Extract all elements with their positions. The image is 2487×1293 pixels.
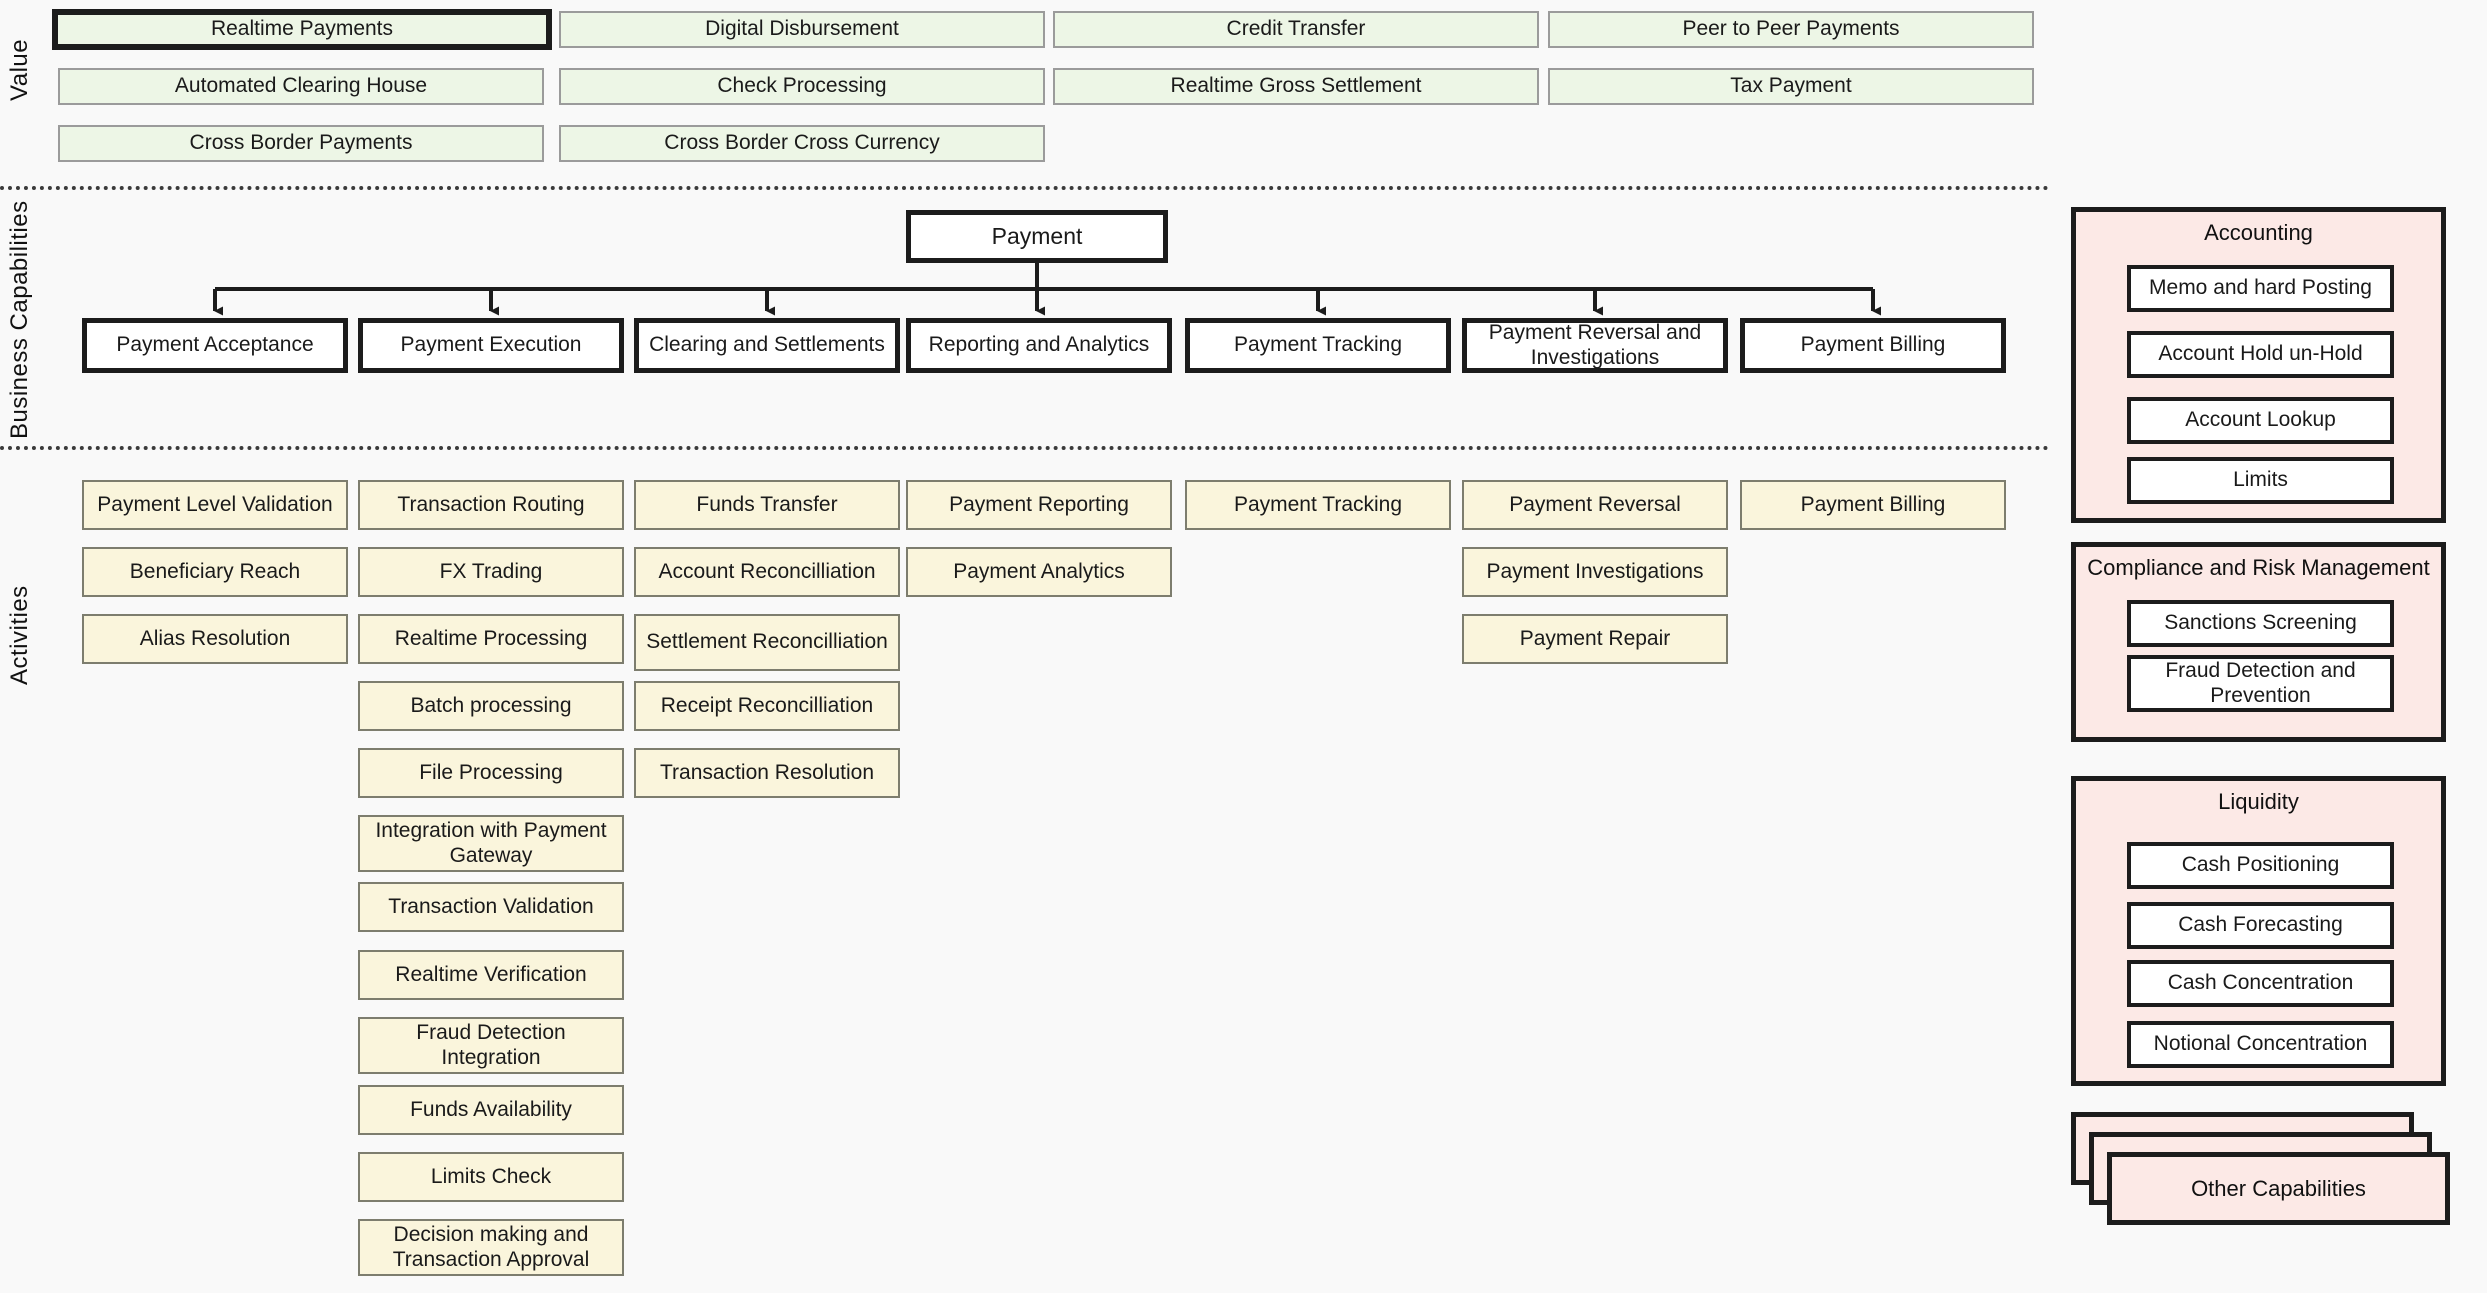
activity-decision-making-and-transaction-approval[interactable]: Decision making and Transaction Approval — [358, 1219, 624, 1276]
panel-liquidity-title: Liquidity — [2218, 789, 2299, 814]
value-item-peer-to-peer-payments[interactable]: Peer to Peer Payments — [1548, 11, 2034, 48]
activity-account-reconcilliation[interactable]: Account Reconcilliation — [634, 547, 900, 597]
activity-receipt-reconcilliation[interactable]: Receipt Reconcilliation — [634, 681, 900, 731]
activity-payment-reporting[interactable]: Payment Reporting — [906, 480, 1172, 530]
panel-accounting[interactable]: Accounting Memo and hard Posting Account… — [2071, 207, 2446, 523]
activity-integration-with-payment-gateway[interactable]: Integration with Payment Gateway — [358, 815, 624, 872]
panel-item-account-hold-un-hold[interactable]: Account Hold un-Hold — [2127, 331, 2394, 378]
capability-payment-billing[interactable]: Payment Billing — [1740, 318, 2006, 373]
activity-alias-resolution[interactable]: Alias Resolution — [82, 614, 348, 664]
panel-item-cash-forecasting[interactable]: Cash Forecasting — [2127, 902, 2394, 949]
panel-compliance-and-risk-management[interactable]: Compliance and Risk Management Sanctions… — [2071, 542, 2446, 742]
activity-payment-billing[interactable]: Payment Billing — [1740, 480, 2006, 530]
value-item-realtime-gross-settlement[interactable]: Realtime Gross Settlement — [1053, 68, 1539, 105]
activity-transaction-validation[interactable]: Transaction Validation — [358, 882, 624, 932]
panel-compliance-title: Compliance and Risk Management — [2087, 555, 2430, 580]
lane-label-business-capabilities: Business Capabilities — [6, 200, 33, 440]
lane-separator-top — [0, 186, 2050, 190]
lane-label-value: Value — [6, 38, 33, 101]
activity-fx-trading[interactable]: FX Trading — [358, 547, 624, 597]
panel-accounting-title: Accounting — [2204, 220, 2313, 245]
capability-reporting-and-analytics[interactable]: Reporting and Analytics — [906, 318, 1172, 373]
value-item-cross-border-cross-currency[interactable]: Cross Border Cross Currency — [559, 125, 1045, 162]
activity-realtime-processing[interactable]: Realtime Processing — [358, 614, 624, 664]
panel-item-fraud-detection-and-prevention[interactable]: Fraud Detection and Prevention — [2127, 655, 2394, 712]
activity-payment-level-validation[interactable]: Payment Level Validation — [82, 480, 348, 530]
value-item-check-processing[interactable]: Check Processing — [559, 68, 1045, 105]
capability-payment-tracking[interactable]: Payment Tracking — [1185, 318, 1451, 373]
capability-payment-acceptance[interactable]: Payment Acceptance — [82, 318, 348, 373]
activity-file-processing[interactable]: File Processing — [358, 748, 624, 798]
activity-transaction-routing[interactable]: Transaction Routing — [358, 480, 624, 530]
activity-payment-analytics[interactable]: Payment Analytics — [906, 547, 1172, 597]
other-capabilities-label: Other Capabilities — [2191, 1175, 2366, 1201]
activity-batch-processing[interactable]: Batch processing — [358, 681, 624, 731]
value-item-credit-transfer[interactable]: Credit Transfer — [1053, 11, 1539, 48]
activity-beneficiary-reach[interactable]: Beneficiary Reach — [82, 547, 348, 597]
capability-clearing-and-settlements[interactable]: Clearing and Settlements — [634, 318, 900, 373]
activity-realtime-verification[interactable]: Realtime Verification — [358, 950, 624, 1000]
activity-fraud-detection-integration[interactable]: Fraud Detection Integration — [358, 1017, 624, 1074]
panel-item-limits[interactable]: Limits — [2127, 457, 2394, 504]
activity-payment-investigations[interactable]: Payment Investigations — [1462, 547, 1728, 597]
lane-label-activities: Activities — [6, 585, 33, 685]
panel-item-cash-positioning[interactable]: Cash Positioning — [2127, 842, 2394, 889]
other-capabilities-card-front[interactable]: Other Capabilities — [2107, 1152, 2450, 1225]
panel-item-cash-concentration[interactable]: Cash Concentration — [2127, 960, 2394, 1007]
activity-payment-repair[interactable]: Payment Repair — [1462, 614, 1728, 664]
activity-transaction-resolution[interactable]: Transaction Resolution — [634, 748, 900, 798]
activity-payment-reversal[interactable]: Payment Reversal — [1462, 480, 1728, 530]
activity-funds-transfer[interactable]: Funds Transfer — [634, 480, 900, 530]
value-item-realtime-payments[interactable]: Realtime Payments — [52, 9, 552, 50]
activity-settlement-reconcilliation[interactable]: Settlement Reconcilliation — [634, 614, 900, 671]
capability-payment-reversal-and-investigations[interactable]: Payment Reversal and Investigations — [1462, 318, 1728, 373]
capability-root-payment[interactable]: Payment — [906, 210, 1168, 263]
activity-limits-check[interactable]: Limits Check — [358, 1152, 624, 1202]
activity-payment-tracking[interactable]: Payment Tracking — [1185, 480, 1451, 530]
value-item-digital-disbursement[interactable]: Digital Disbursement — [559, 11, 1045, 48]
panel-item-memo-and-hard-posting[interactable]: Memo and hard Posting — [2127, 265, 2394, 312]
panel-item-account-lookup[interactable]: Account Lookup — [2127, 397, 2394, 444]
activity-funds-availability[interactable]: Funds Availability — [358, 1085, 624, 1135]
value-item-cross-border-payments[interactable]: Cross Border Payments — [58, 125, 544, 162]
value-item-automated-clearing-house[interactable]: Automated Clearing House — [58, 68, 544, 105]
lane-separator-bottom — [0, 446, 2050, 450]
panel-item-notional-concentration[interactable]: Notional Concentration — [2127, 1021, 2394, 1068]
panel-item-sanctions-screening[interactable]: Sanctions Screening — [2127, 600, 2394, 647]
capability-payment-execution[interactable]: Payment Execution — [358, 318, 624, 373]
value-item-tax-payment[interactable]: Tax Payment — [1548, 68, 2034, 105]
panel-liquidity[interactable]: Liquidity Cash Positioning Cash Forecast… — [2071, 776, 2446, 1086]
